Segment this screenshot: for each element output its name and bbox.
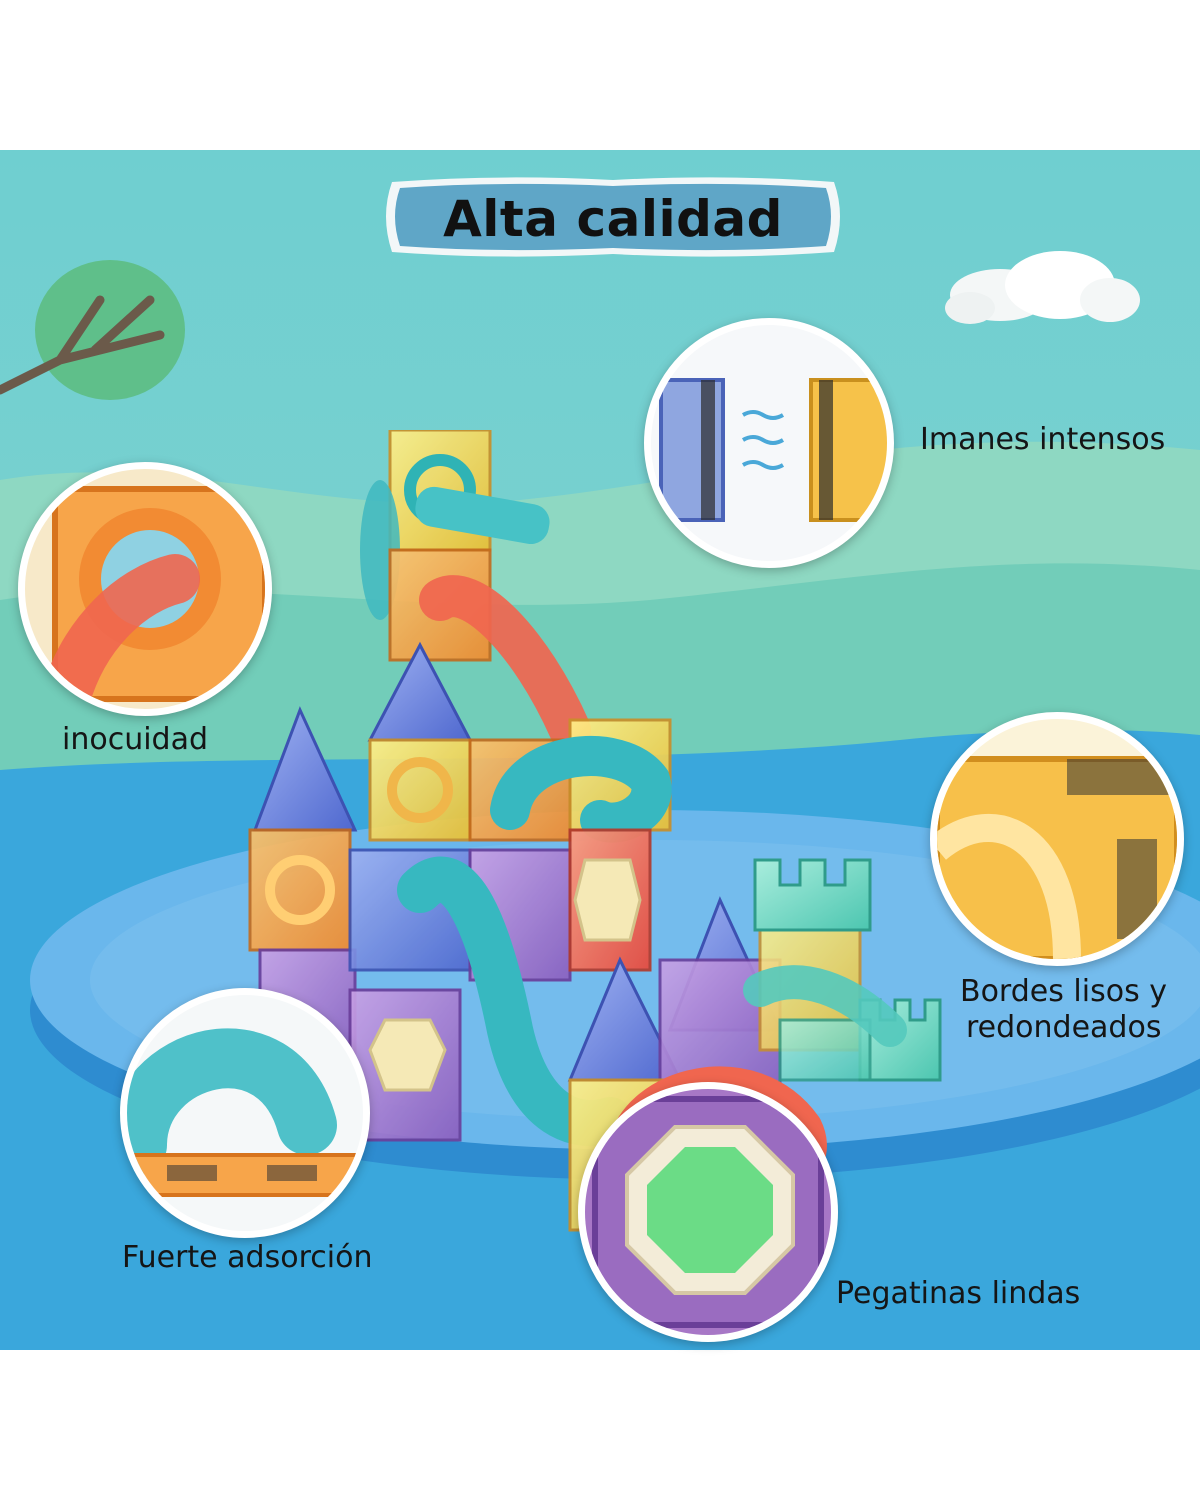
product-scene: [0, 150, 1200, 1350]
magnets-closeup-image: [651, 325, 887, 561]
banner-shape: [386, 177, 840, 257]
cloud-icon: [945, 251, 1140, 324]
edges-closeup-image: [937, 719, 1177, 959]
page-title: Alta calidad: [443, 190, 783, 248]
feature-circle-edges: [930, 712, 1184, 966]
feature-circle-stickers: [578, 1082, 838, 1342]
label-edges-line2: redondeados: [966, 1010, 1162, 1045]
label-stickers: Pegatinas lindas: [836, 1276, 1081, 1311]
title-banner: Alta calidad: [378, 172, 848, 260]
label-safety: inocuidad: [62, 722, 209, 757]
adsorption-closeup-image: [127, 995, 363, 1231]
feature-circle-magnets: [644, 318, 894, 568]
label-edges-line1: Bordes lisos y: [960, 974, 1167, 1009]
feature-circle-adsorption: [120, 988, 370, 1238]
feature-circle-safety: [18, 462, 272, 716]
stickers-closeup-image: [585, 1089, 831, 1335]
label-adsorption: Fuerte adsorción: [122, 1240, 373, 1275]
safety-closeup-image: [25, 469, 265, 709]
tree-branches: [0, 295, 165, 395]
tree-foliage: [35, 260, 185, 400]
label-magnets: Imanes intensos: [920, 422, 1166, 457]
